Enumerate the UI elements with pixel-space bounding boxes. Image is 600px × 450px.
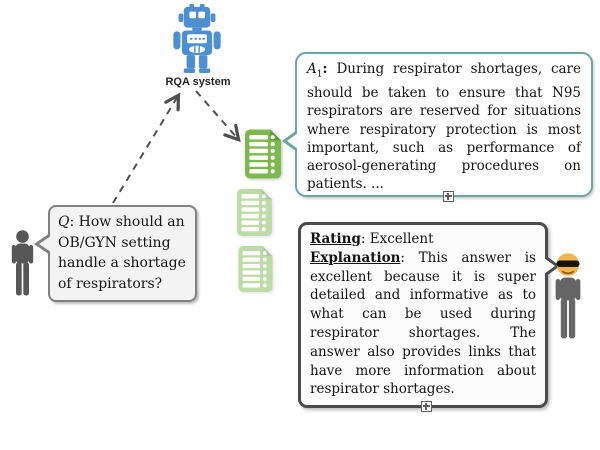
document-list-icon-middle <box>237 189 272 236</box>
expand-handle-icon <box>421 401 432 412</box>
expand-handle-icon <box>443 191 454 202</box>
explanation-text: Explanation: This answer is excellent be… <box>310 249 536 398</box>
cool-person-sunglasses-icon <box>555 253 581 339</box>
rqa-robot-icon <box>173 4 221 74</box>
explanation-label: Explanation <box>310 249 401 266</box>
rating-label: Rating <box>310 231 361 247</box>
rqa-system-label: RQA system <box>165 76 231 88</box>
document-list-icon-top <box>245 129 281 179</box>
rating-line: Rating: Excellent <box>310 231 434 247</box>
person-icon <box>11 230 34 296</box>
question-text: Q: How should an OB/GYN setting handle a… <box>58 214 186 292</box>
document-list-icon-bottom <box>238 246 273 292</box>
question-bubble: Q: How should an OB/GYN setting handle a… <box>34 205 197 302</box>
answer-label: A1: <box>307 61 328 80</box>
rating-bubble: Rating: Excellent Explanation: This answ… <box>298 222 560 412</box>
question-prefix: Q <box>58 214 70 230</box>
arrow-rqa-to-documents <box>195 90 241 143</box>
arrow-question-to-rqa <box>112 92 181 204</box>
answer-bubble: A1:During respirator shortages, care sho… <box>282 52 593 202</box>
answer-text: A1:During respirator shortages, care sho… <box>307 61 581 193</box>
